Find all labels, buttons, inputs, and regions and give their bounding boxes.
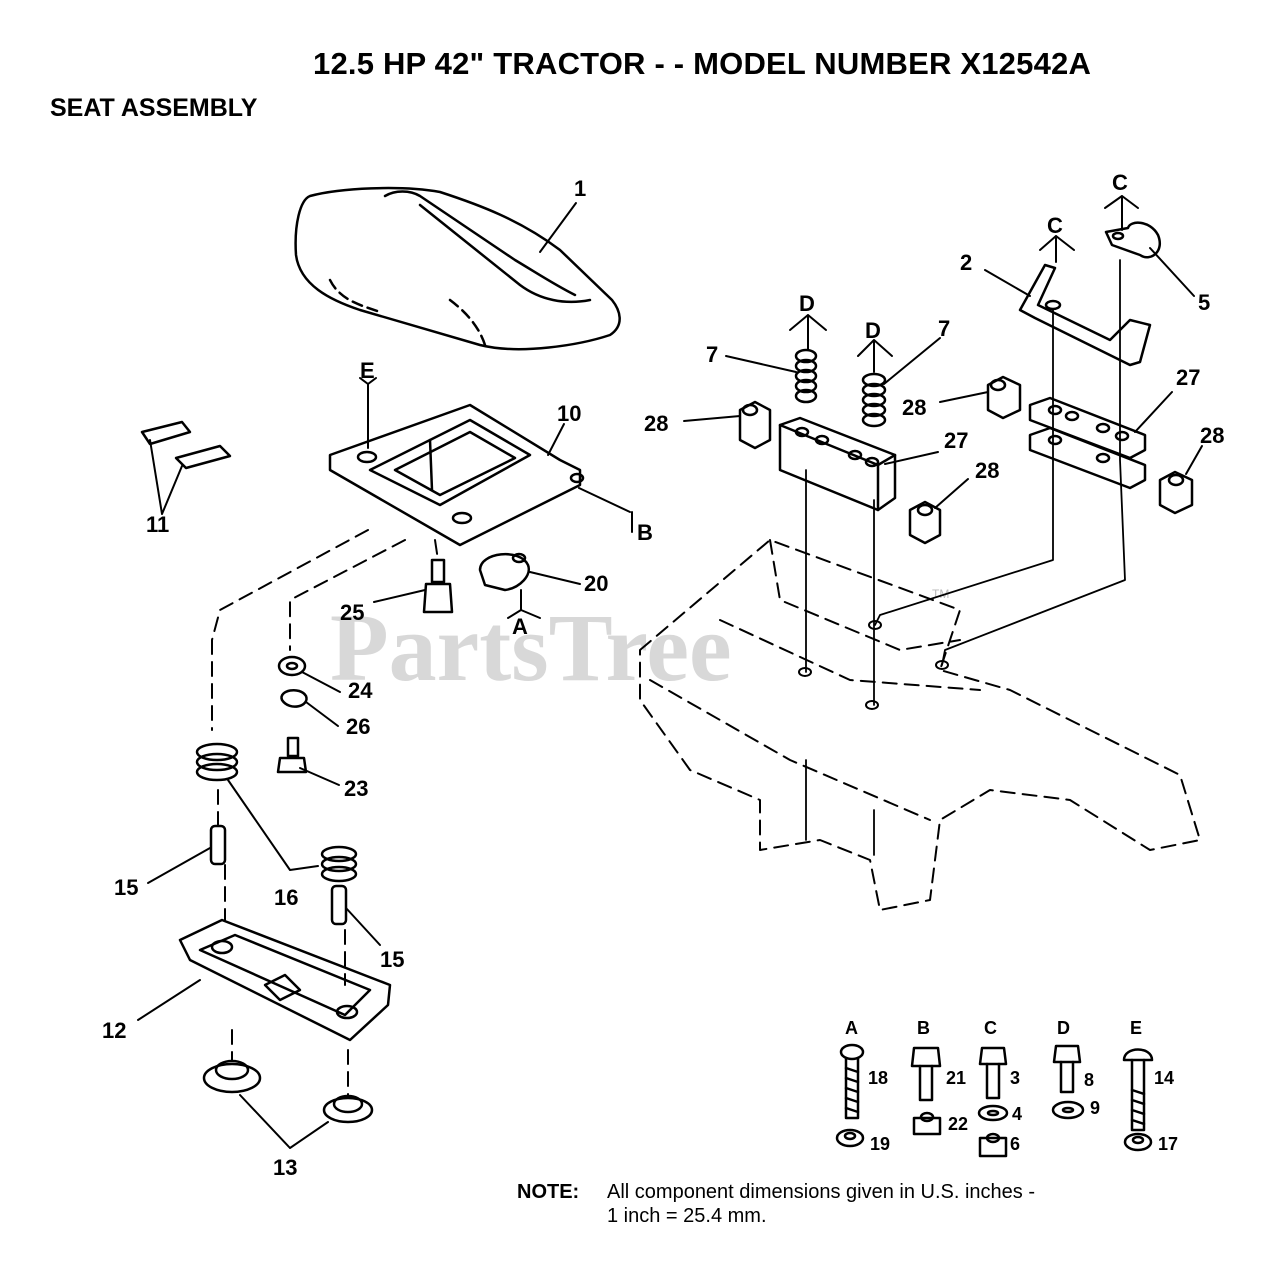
callout-27a: 27 [944, 428, 968, 453]
ref-arrows [359, 195, 1139, 619]
callout-28d: 28 [1200, 423, 1224, 448]
callout-7a: 7 [706, 342, 718, 367]
callout-2: 2 [960, 250, 972, 275]
callout-5: 5 [1198, 290, 1210, 315]
callout-7b: 7 [938, 316, 950, 341]
callout-16: 16 [274, 885, 298, 910]
page-title: 12.5 HP 42" TRACTOR - - MODEL NUMBER X12… [313, 46, 1092, 81]
hardware-nut-19 [835, 1128, 865, 1148]
spring-7a [794, 348, 818, 404]
leader-lines [137, 202, 1203, 1149]
tractor-frame-outline [639, 539, 1201, 911]
bushing-28d [1158, 470, 1194, 515]
callout-28b: 28 [902, 395, 926, 420]
hw-part-4: 4 [1012, 1104, 1022, 1124]
note-line-1: All component dimensions given in U.S. i… [607, 1181, 1035, 1203]
hardware-bolt-14 [1122, 1048, 1154, 1132]
dimension-note: NOTE: All component dimensions given in U… [517, 1180, 1035, 1228]
pin-15a [209, 824, 227, 866]
callout-26: 26 [346, 714, 370, 739]
hardware-washer-4 [977, 1104, 1009, 1122]
hardware-bolt-18 [839, 1043, 865, 1120]
hardware-washer-9 [1051, 1100, 1085, 1120]
callout-1: 1 [574, 176, 586, 201]
bushing-28a [738, 400, 772, 450]
section-title: SEAT ASSEMBLY [50, 94, 258, 122]
hw-letter-d: D [1057, 1018, 1070, 1038]
ref-c1: C [1112, 170, 1128, 195]
bushing-28c [908, 500, 942, 545]
clip-20 [478, 552, 531, 592]
bolt-23 [276, 736, 308, 774]
callout-25: 25 [340, 600, 364, 625]
hardware-bolt-21 [910, 1046, 942, 1102]
callout-27b: 27 [1176, 365, 1200, 390]
spring-16a [195, 742, 239, 782]
callout-28c: 28 [975, 458, 999, 483]
shoulder-bolt [422, 558, 454, 614]
seat-pan [328, 403, 585, 547]
ref-a: A [512, 614, 528, 639]
connector-lines [211, 529, 439, 1096]
callout-13: 13 [273, 1155, 297, 1180]
hardware-nut-6 [978, 1132, 1008, 1158]
ref-d2: D [865, 318, 881, 343]
assembly-lines [805, 259, 1126, 856]
hardware-nut-22 [912, 1111, 942, 1136]
callout-20: 20 [584, 571, 608, 596]
bushing-13b [322, 1094, 374, 1124]
callout-28a: 28 [644, 411, 668, 436]
lock-washer-26 [280, 688, 308, 708]
base-plate [178, 918, 392, 1042]
hw-part-17: 17 [1158, 1134, 1178, 1154]
callout-11: 11 [146, 512, 169, 537]
bracket-27b [1028, 396, 1147, 490]
seat-cushion [294, 186, 621, 351]
hw-part-19: 19 [870, 1134, 890, 1154]
bushing-28b [986, 375, 1022, 420]
hw-letter-e: E [1130, 1018, 1142, 1038]
ref-d1: D [799, 291, 815, 316]
hardware-nut-17 [1123, 1132, 1153, 1152]
hw-letter-a: A [845, 1018, 858, 1038]
callout-12: 12 [102, 1018, 126, 1043]
washer-24 [277, 655, 307, 677]
hardware-bolt-8 [1052, 1044, 1082, 1094]
hardware-bolt-3 [978, 1046, 1008, 1100]
hw-part-14: 14 [1154, 1068, 1174, 1088]
watermark: PartsTree [330, 594, 732, 701]
bushing-13a [202, 1059, 262, 1094]
ref-e: E [360, 358, 375, 383]
callout-24: 24 [348, 678, 373, 703]
hw-part-21: 21 [946, 1068, 966, 1088]
hw-letter-b: B [917, 1018, 930, 1038]
hw-letter-c: C [984, 1018, 997, 1038]
seat-clips [140, 420, 232, 470]
callout-23: 23 [344, 776, 368, 801]
bracket-27a [778, 416, 897, 512]
hw-part-22: 22 [948, 1114, 968, 1134]
callout-15a: 15 [114, 875, 138, 900]
hw-part-9: 9 [1090, 1098, 1100, 1118]
ref-c2: C [1047, 213, 1063, 238]
pin-15b [330, 884, 348, 926]
hw-part-18: 18 [868, 1068, 888, 1088]
callout-15b: 15 [380, 947, 404, 972]
spring-16b [320, 845, 358, 883]
hw-part-8: 8 [1084, 1070, 1094, 1090]
note-label: NOTE: [517, 1181, 580, 1203]
clamp-5 [1104, 221, 1161, 259]
note-line-2: 1 inch = 25.4 mm. [607, 1205, 767, 1227]
ref-b: B [637, 520, 653, 545]
callout-10: 10 [557, 401, 581, 426]
spring-7b [861, 372, 887, 428]
seat-bracket [1018, 263, 1152, 367]
hw-part-3: 3 [1010, 1068, 1020, 1088]
hw-part-6: 6 [1010, 1134, 1020, 1154]
